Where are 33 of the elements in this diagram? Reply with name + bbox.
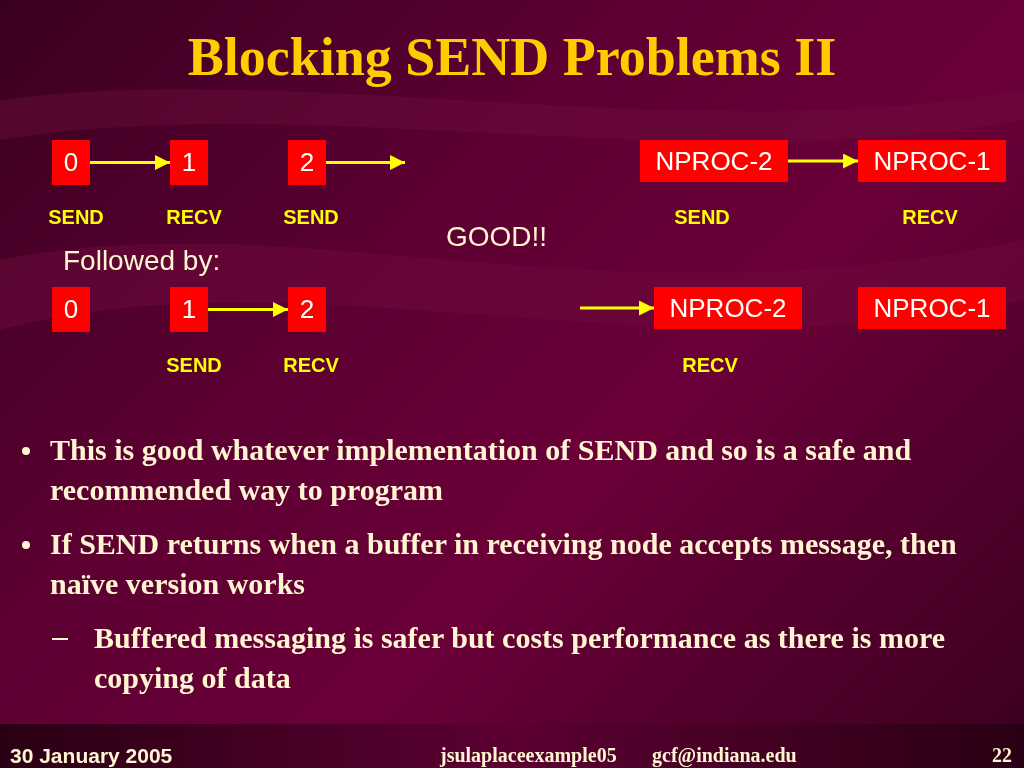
- page-number: 22: [992, 743, 1012, 768]
- bullet-text: If SEND returns when a buffer in receiving node accepts message, then naïve version works: [50, 526, 958, 602]
- process-box: NPROC-2: [640, 140, 788, 182]
- role-label: SEND: [283, 205, 339, 230]
- footer-file: jsulaplaceexample05: [440, 743, 617, 768]
- footer-email: gcf@indiana.edu: [652, 743, 797, 768]
- footer-date: 30 January 2005: [10, 743, 173, 768]
- role-label: RECV: [166, 205, 222, 230]
- role-label: RECV: [283, 353, 339, 378]
- role-label: SEND: [48, 205, 104, 230]
- process-box: 2: [288, 287, 326, 332]
- process-box: NPROC-1: [858, 140, 1006, 182]
- status-label: GOOD!!: [446, 220, 548, 254]
- process-box: 0: [52, 287, 90, 332]
- arrow: [326, 155, 405, 170]
- role-label: SEND: [674, 205, 730, 230]
- bullet-text: Buffered messaging is safer but costs performance as there is more copying of data: [94, 620, 946, 696]
- arrow: [580, 300, 654, 316]
- arrow: [90, 155, 170, 170]
- arrow: [208, 302, 288, 317]
- process-box: 0: [52, 140, 90, 185]
- role-label: RECV: [682, 353, 738, 378]
- process-box: NPROC-2: [654, 287, 802, 329]
- note-text: Followed by:: [63, 244, 221, 278]
- slide-title: Blocking SEND Problems II: [186, 26, 838, 89]
- process-box: 2: [288, 140, 326, 185]
- process-box: 1: [170, 287, 208, 332]
- role-label: SEND: [166, 353, 222, 378]
- process-box: 1: [170, 140, 208, 185]
- process-box: NPROC-1: [858, 287, 1006, 329]
- arrow: [788, 153, 858, 169]
- role-label: RECV: [902, 205, 958, 230]
- bullet-text: This is good whatever implementation of SEND and so is a safe and recommended way to program: [50, 432, 913, 508]
